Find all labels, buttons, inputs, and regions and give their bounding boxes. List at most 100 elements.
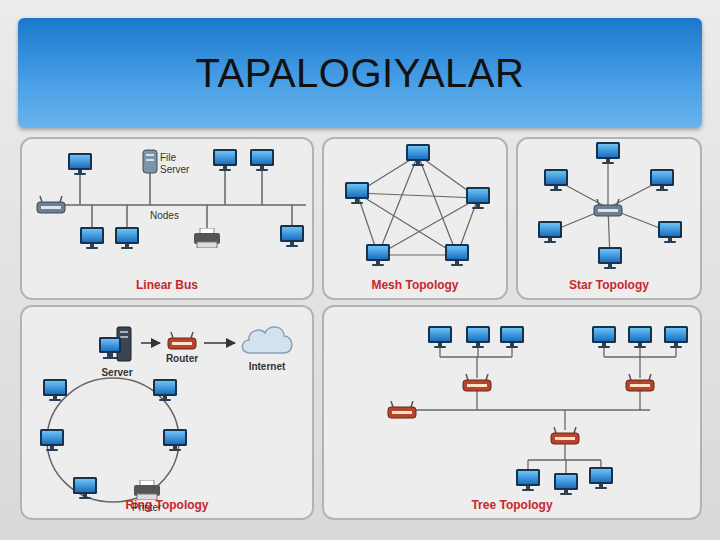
ring-devices-part (73, 477, 97, 499)
panel-grounds-part (20, 305, 314, 520)
panel-grounds-part (516, 137, 702, 300)
bus-devices-part (115, 227, 139, 249)
star-devices-part (658, 221, 682, 243)
tree-devices (388, 326, 688, 495)
bus-devices (37, 149, 304, 249)
ring-devices-part (43, 379, 67, 401)
star-devices-part (544, 169, 568, 191)
ring-cable-part (47, 378, 179, 502)
tree-links-part (639, 357, 640, 378)
tree-links-part (476, 390, 477, 410)
topology-caption: Tree Topology (324, 498, 700, 512)
server-icon-part (107, 353, 113, 357)
bus-devices-part (250, 149, 274, 171)
device-label: Router (160, 353, 204, 364)
server-icon-part (120, 331, 128, 333)
tree-devices-part (628, 326, 652, 348)
tree-links-part (564, 410, 565, 430)
mesh-links-part (378, 155, 418, 255)
link-arrow (204, 342, 235, 344)
tree-links-part (402, 409, 650, 410)
tree-links-part (564, 443, 565, 460)
device-label: Internet (235, 361, 299, 372)
tree-links-part (639, 390, 640, 410)
file-server-icon-part (146, 159, 154, 161)
tree-links-part (528, 459, 601, 460)
star-devices (538, 142, 682, 269)
bus-devices-part (280, 225, 304, 247)
server-icon-part (103, 357, 117, 359)
network-device: Server (93, 325, 141, 378)
mesh-links (357, 155, 478, 255)
tree-devices-part (592, 326, 616, 348)
tree-links-part (527, 460, 528, 470)
link-arrow (141, 342, 160, 344)
tree-links-part (600, 460, 601, 468)
tree-devices-part (463, 374, 491, 391)
printer-label: Printer (132, 502, 161, 514)
file-server-icon-part (143, 150, 157, 173)
title-band: TAPALOGIYALAR (18, 18, 702, 128)
mesh-devices-part (366, 244, 390, 266)
slide-title: TAPALOGIYALAR (18, 18, 702, 128)
tree-devices-part (500, 326, 524, 348)
panel-grounds-part (322, 137, 508, 300)
mesh-devices-part (406, 144, 430, 166)
bus-cabling-part (91, 205, 93, 227)
file-server-icon (143, 150, 157, 173)
tree-links (402, 346, 676, 474)
tree-devices-part (626, 374, 654, 391)
star-devices-part (596, 142, 620, 164)
topology-caption: Ring Topology (22, 498, 312, 512)
star-devices-part (650, 169, 674, 191)
mesh-links-part (357, 193, 478, 198)
topology-panel: Star Topology (516, 137, 702, 300)
ring-devices-part (134, 480, 160, 500)
tree-devices-part (388, 401, 416, 418)
server-icon-part (101, 339, 119, 351)
bus-devices-part (194, 228, 220, 248)
topology-panel: Tree Topology (322, 305, 702, 520)
cloud-icon (238, 319, 296, 359)
mesh-devices-part (345, 182, 369, 204)
ring-devices (40, 379, 187, 500)
topology-caption: Star Topology (518, 278, 700, 292)
mesh-devices-part (466, 187, 490, 209)
tree-devices-part (551, 427, 579, 444)
mesh-devices-part (445, 244, 469, 266)
tree-devices-part (516, 469, 540, 491)
mesh-devices (345, 144, 490, 266)
panel-grounds-part (322, 305, 702, 520)
bus-cabling (50, 171, 306, 228)
panel-grounds-part (20, 137, 314, 300)
bus-cabling-part (261, 171, 263, 205)
bus-cabling-part (291, 205, 293, 225)
topology-panel: Mesh Topology (322, 137, 508, 300)
bus-devices-part (68, 153, 92, 175)
ring-devices-part (163, 429, 187, 451)
bus-devices-part (37, 196, 65, 213)
tree-links-part (440, 356, 512, 357)
tree-devices-part (664, 326, 688, 348)
star-devices-part (594, 199, 622, 216)
server-icon-part (120, 336, 128, 338)
bus-cabling-part (50, 204, 306, 206)
cloud-icon-part (242, 327, 292, 353)
ring-devices-part (40, 429, 64, 451)
router-icon-part (191, 332, 193, 338)
bus-cabling-part (79, 175, 81, 205)
router-icon (166, 331, 198, 351)
tree-devices-part (554, 473, 578, 495)
bus-devices-part (80, 227, 104, 249)
server-icon (95, 325, 139, 365)
bus-cabling-part (149, 172, 151, 205)
bus-label: Nodes (150, 210, 179, 222)
server-label: File Server (160, 152, 189, 175)
router-icon-part (171, 332, 173, 338)
star-links (550, 153, 670, 258)
tree-links-part (476, 357, 477, 378)
router-icon-part (168, 338, 196, 349)
panel-grounds (20, 137, 702, 520)
tree-links-part (565, 460, 566, 474)
